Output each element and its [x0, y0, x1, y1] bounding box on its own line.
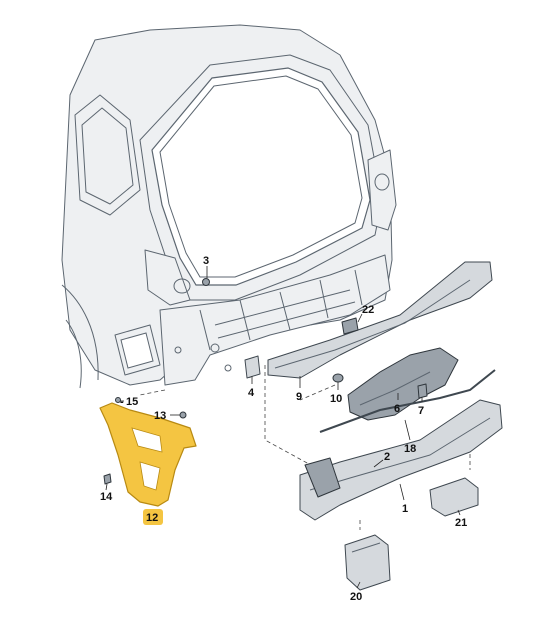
leader-lines [105, 266, 461, 589]
label-12: 12 [146, 512, 158, 524]
fastener-14-part [103, 473, 112, 485]
upper-carrier-bar [267, 261, 493, 379]
label-7: 7 [418, 405, 424, 417]
callouts: 3 22 4 9 10 6 7 18 2 1 21 20 15 - 13 14 … [100, 255, 467, 603]
label-14: 14 [100, 491, 113, 503]
label-13: 13 [154, 410, 166, 422]
label-20: 20 [350, 591, 362, 603]
square-bracket-part [244, 355, 261, 379]
highlighted-bracket-part [99, 402, 197, 507]
bracket-12-cutout-lower [139, 461, 161, 491]
grommet-part [332, 373, 344, 383]
screw-part [202, 278, 210, 286]
cable-part [319, 369, 496, 433]
fastener-13-part [179, 411, 187, 419]
label-10: 10 [330, 393, 342, 405]
label-12-badge [143, 509, 163, 525]
bracket-12-cutout-upper [131, 427, 163, 453]
label-1: 1 [402, 503, 408, 515]
label-3: 3 [203, 255, 209, 267]
bumper-beam-part [299, 399, 503, 521]
label-2: 2 [384, 451, 390, 463]
lower-mount-part [344, 534, 391, 591]
bolt-part [417, 383, 428, 399]
label-21: 21 [455, 517, 467, 529]
cover-block-part [429, 477, 479, 517]
vehicle-rear-body [61, 24, 397, 389]
label-4: 4 [248, 387, 255, 399]
label-15: 15 [126, 396, 138, 408]
bracket-12-shape [99, 402, 197, 507]
latch-part [347, 347, 459, 421]
fastener-15-part [115, 397, 121, 403]
label-22: 22 [362, 304, 374, 316]
label-6: 6 [394, 403, 400, 415]
label-15-dash: - [120, 396, 124, 408]
label-18: 18 [404, 443, 416, 455]
label-9: 9 [296, 391, 302, 403]
clip-part [341, 317, 359, 335]
